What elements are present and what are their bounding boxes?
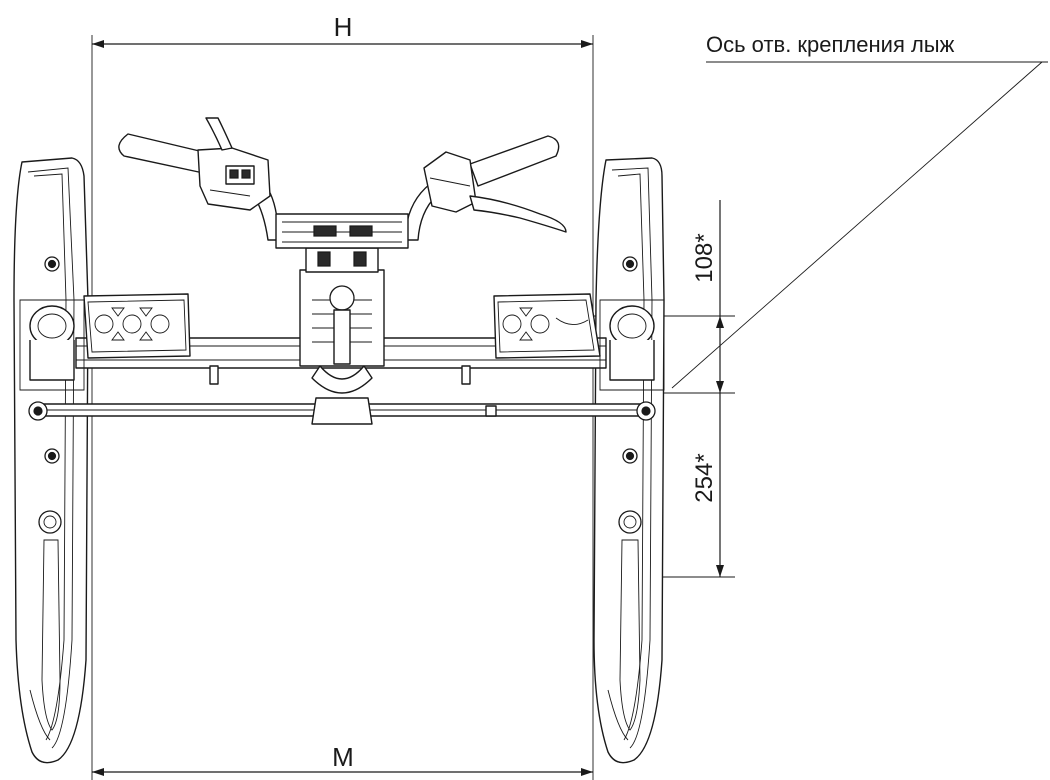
right-pivot: [599, 299, 665, 391]
tie-rod: [28, 397, 656, 425]
steering-column: [299, 247, 385, 394]
dimension-label-m: M: [332, 742, 354, 772]
left-footrest: [83, 293, 191, 359]
right-ski-bolt: [618, 510, 642, 534]
dimension-h: H: [91, 12, 594, 780]
dimension-m: M: [92, 742, 593, 776]
dimension-label-108: 108*: [691, 233, 718, 282]
left-ski: [13, 157, 89, 764]
dimension-label-h: H: [334, 12, 353, 42]
leader-line: [671, 61, 1043, 389]
left-ski-bolt: [38, 510, 62, 534]
leader-text: Ось отв. крепления лыж: [706, 32, 955, 57]
handlebar: [118, 133, 560, 249]
dimension-label-254: 254*: [691, 453, 718, 502]
left-pivot: [19, 299, 85, 391]
ski-axis-annotation: Ось отв. крепления лыж: [671, 32, 1048, 389]
right-footrest: [493, 293, 601, 359]
right-grip-controls: [423, 151, 567, 233]
left-grip-controls: [197, 117, 271, 211]
right-ski: [593, 157, 665, 764]
